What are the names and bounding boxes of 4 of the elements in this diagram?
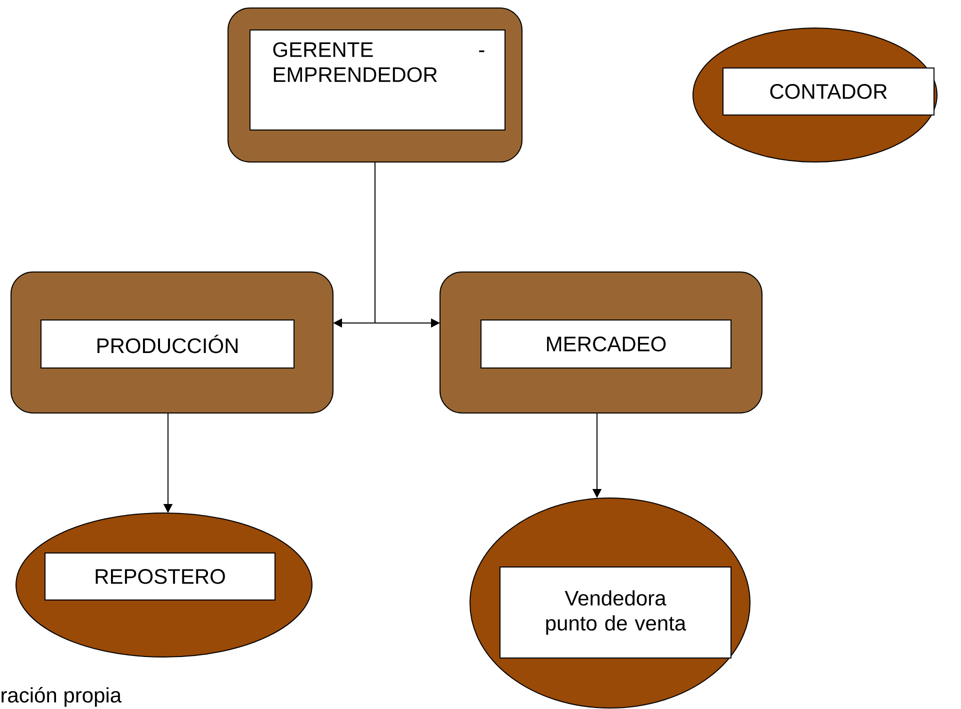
process-box: GERENTE - EMPRENDEDOR — [228, 8, 522, 162]
note-text: ración propia — [2, 686, 122, 707]
process-box: MERCADEO — [440, 271, 762, 414]
process-box: PRODUCCIÓN — [10, 271, 334, 414]
